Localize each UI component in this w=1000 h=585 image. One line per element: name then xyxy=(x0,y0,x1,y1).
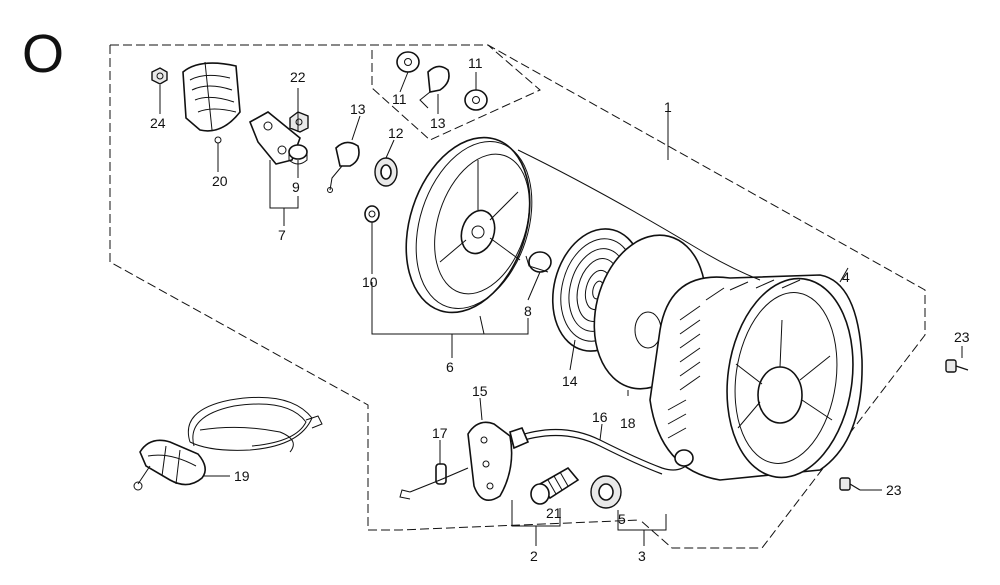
part-21-adjuster-screw xyxy=(530,466,580,505)
callout-10: 10 xyxy=(362,274,378,290)
callout-21: 21 xyxy=(546,505,562,521)
part-5-grommet xyxy=(590,475,622,509)
callout-1: 1 xyxy=(664,99,672,115)
part-11-washer-top xyxy=(396,51,420,73)
callout-7: 7 xyxy=(278,227,286,243)
callout-2: 2 xyxy=(530,548,538,564)
part-19-starter-grip xyxy=(133,439,206,491)
callout-17: 17 xyxy=(432,425,448,441)
callout-6: 6 xyxy=(446,359,454,375)
callout-11-top: 11 xyxy=(392,91,407,107)
callout-22: 22 xyxy=(290,69,306,85)
part-17-clip xyxy=(399,463,469,500)
callout-3: 3 xyxy=(638,548,646,564)
callout-18: 18 xyxy=(620,415,636,431)
callout-23-right: 23 xyxy=(954,329,970,345)
callout-8: 8 xyxy=(524,303,532,319)
part-4-fan-cover xyxy=(649,274,863,481)
part-15-lever xyxy=(467,421,530,502)
callout-14: 14 xyxy=(562,373,578,389)
part-6-reel-pulley xyxy=(405,136,533,314)
part-20-guide-cover xyxy=(182,61,241,144)
part-23-bolt-bottom xyxy=(839,477,861,491)
part-16-cable xyxy=(511,428,694,475)
leader-lines xyxy=(159,71,963,546)
fan-cover-vents xyxy=(667,279,801,439)
part-13-spring-top xyxy=(419,65,450,109)
part-11-washer-right xyxy=(464,89,488,111)
callout-16: 16 xyxy=(592,409,608,425)
part-19-starter-rope-coil xyxy=(188,396,323,453)
callout-13-left: 13 xyxy=(350,101,366,117)
callout-15: 15 xyxy=(472,383,488,399)
callout-11-right: 11 xyxy=(468,55,483,71)
callout-4: 4 xyxy=(842,269,850,285)
part-8-sleeve xyxy=(525,251,552,273)
part-13-spring-left xyxy=(327,141,360,193)
part-10-collar xyxy=(364,205,380,223)
callout-12: 12 xyxy=(388,125,404,141)
part-22-nut xyxy=(289,111,309,133)
callout-20: 20 xyxy=(212,173,228,189)
callout-5: 5 xyxy=(618,511,626,527)
part-24-nut xyxy=(151,67,168,85)
diagram-section-letter: O xyxy=(22,24,64,84)
assembly-frame xyxy=(109,44,926,549)
starter-rope-upper xyxy=(517,149,761,281)
callout-19: 19 xyxy=(234,468,250,484)
part-23-bolt-right xyxy=(945,359,969,373)
callout-labels: 1 2 3 4 5 6 7 8 9 10 11 11 12 13 13 14 1… xyxy=(150,55,970,564)
callout-9: 9 xyxy=(292,179,300,195)
callout-24: 24 xyxy=(150,115,166,131)
part-12-bushing xyxy=(374,157,398,187)
callout-13-top: 13 xyxy=(430,115,446,131)
part-7-ratchet-pawl xyxy=(248,111,301,165)
callout-23-bottom: 23 xyxy=(886,482,902,498)
